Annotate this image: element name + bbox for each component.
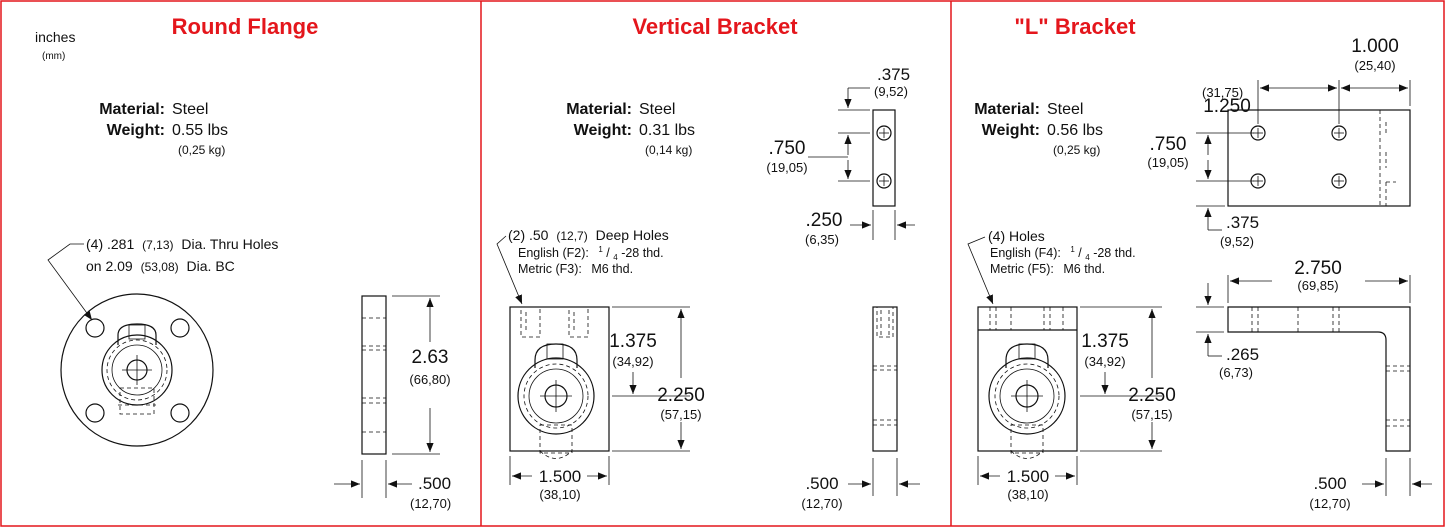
hole-spacing-metric: (19,05) [766, 160, 807, 175]
metric-thread-note: Metric (F3): M6 thd. [518, 262, 633, 276]
round-flange-panel: Round Flange Material: Steel Weight: 0.5… [47, 14, 451, 511]
material-value: Steel [639, 101, 675, 118]
hole-leader [496, 235, 523, 305]
l-bracket-panel: "L" Bracket Material: Steel Weight: 0.56… [967, 14, 1432, 511]
thickness: .500 [805, 474, 838, 493]
hole-y-spacing-metric: (19,05) [1147, 155, 1188, 170]
flange-side-view [361, 295, 387, 455]
hole-spacing: .750 [769, 138, 806, 159]
width: 1.500 [539, 467, 582, 486]
hole-y-spacing: .750 [1150, 134, 1187, 155]
hole-note-line-1: (4) .281 (7,13) Dia. Thru Holes [86, 236, 278, 252]
hole-x-spacing: 1.250 [1203, 96, 1251, 117]
thickness: .500 [1313, 474, 1346, 493]
length-metric: (69,85) [1297, 278, 1338, 293]
hole-y-edge: .375 [1226, 213, 1259, 232]
thickness-metric: (12,70) [801, 496, 842, 511]
material-label: Material: [99, 101, 165, 118]
vertical-bracket-title: Vertical Bracket [632, 14, 798, 39]
hole-x-edge: 1.000 [1351, 36, 1399, 57]
height: 2.250 [657, 385, 705, 406]
english-thread-note: English (F2): 1 / 4 -28 thd. [518, 241, 664, 263]
l-bracket-front-view [977, 306, 1078, 459]
flange-thickness-metric: (12,70) [410, 496, 451, 511]
vertical-bracket-end-view [872, 306, 898, 452]
center-height: 1.375 [609, 331, 657, 352]
hole-x-spacing-metric: (31,75) [1202, 85, 1243, 100]
width-metric: (38,10) [1007, 487, 1048, 502]
material-value: Steel [172, 101, 208, 118]
height-metric: (57,15) [660, 407, 701, 422]
weight-metric: (0,25 kg) [178, 143, 225, 157]
flange-thickness: .500 [418, 474, 451, 493]
vertical-bracket-side-view [872, 109, 896, 207]
flange-front-view [60, 293, 214, 447]
l-bracket-title: "L" Bracket [1014, 14, 1136, 39]
top-offset-metric: (9,52) [874, 84, 908, 99]
width-metric: (38,10) [539, 487, 580, 502]
height: 2.250 [1128, 385, 1176, 406]
l-bracket-side-view [1227, 306, 1411, 452]
plate-thickness: .265 [1226, 345, 1259, 364]
l-bracket-top-view [1227, 109, 1411, 207]
metric-thread-note: Metric (F5): M6 thd. [990, 262, 1105, 276]
english-thread-note: English (F4): 1 / 4 -28 thd. [990, 241, 1136, 263]
weight-label: Weight: [574, 122, 632, 139]
thickness-metric: (12,70) [1309, 496, 1350, 511]
weight-value: 0.55 lbs [172, 122, 228, 139]
vertical-bracket-panel: Vertical Bracket Material: Steel Weight:… [496, 14, 920, 511]
width: 1.500 [1007, 467, 1050, 486]
hole-note-line-1: (2) .50 (12,7) Deep Holes [508, 227, 669, 243]
center-height-metric: (34,92) [612, 354, 653, 369]
height-metric: (57,15) [1131, 407, 1172, 422]
round-flange-title: Round Flange [172, 14, 319, 39]
units-primary: inches [35, 29, 75, 45]
weight-metric: (0,14 kg) [645, 143, 692, 157]
material-label: Material: [974, 101, 1040, 118]
hole-x-edge-metric: (25,40) [1354, 58, 1395, 73]
top-offset: .375 [877, 65, 910, 84]
flange-height-metric: (66,80) [409, 372, 450, 387]
material-label: Material: [566, 101, 632, 118]
weight-value: 0.31 lbs [639, 122, 695, 139]
weight-value: 0.56 lbs [1047, 122, 1103, 139]
center-height: 1.375 [1081, 331, 1129, 352]
hole-y-edge-metric: (9,52) [1220, 234, 1254, 249]
hole-leader [967, 236, 994, 305]
hole-note-line-1: (4) Holes [988, 228, 1045, 244]
units-secondary: (mm) [42, 51, 65, 62]
hole-note-line-2: on 2.09 (53,08) Dia. BC [86, 258, 235, 274]
hole-leader [47, 243, 93, 321]
side-width-metric: (6,35) [805, 232, 839, 247]
plate-thickness-metric: (6,73) [1219, 365, 1253, 380]
center-height-metric: (34,92) [1084, 354, 1125, 369]
side-width: .250 [806, 210, 843, 231]
weight-label: Weight: [107, 122, 165, 139]
length: 2.750 [1294, 258, 1342, 279]
flange-height: 2.63 [412, 347, 449, 368]
material-value: Steel [1047, 101, 1083, 118]
vertical-bracket-front-view [509, 306, 610, 459]
weight-metric: (0,25 kg) [1053, 143, 1100, 157]
weight-label: Weight: [982, 122, 1040, 139]
